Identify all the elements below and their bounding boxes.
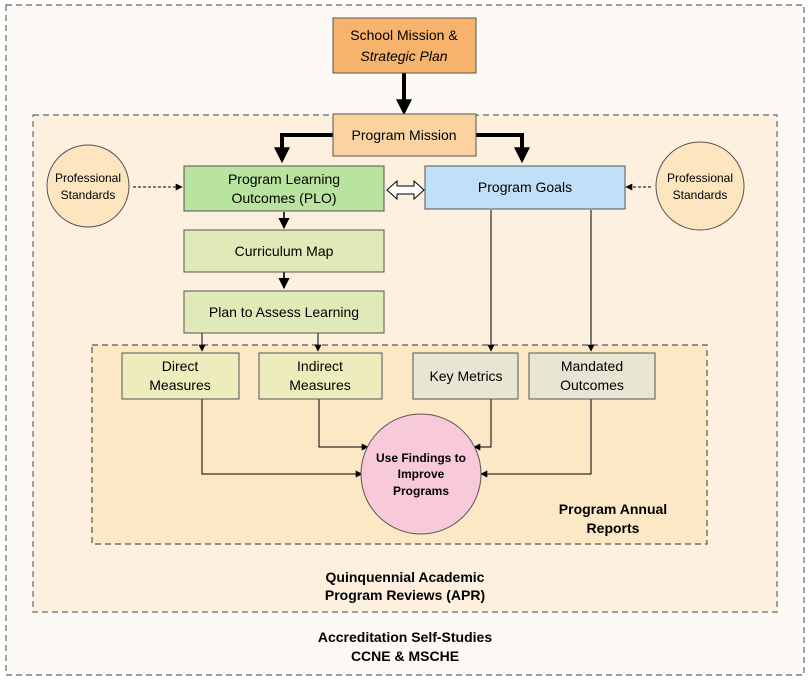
apr-label-line2: Program Reviews (APR) bbox=[325, 587, 485, 603]
professional-standards-right: Professional Standards bbox=[655, 141, 745, 231]
key-metrics-label: Key Metrics bbox=[429, 368, 502, 384]
standards-left-line1: Professional bbox=[55, 171, 121, 185]
arrow-metrics-to-findings bbox=[473, 399, 492, 451]
arrow-direct-to-findings bbox=[201, 399, 363, 478]
program-goals-label: Program Goals bbox=[478, 179, 572, 195]
curriculum-map-label: Curriculum Map bbox=[235, 243, 334, 259]
accreditation-label-line1: Accreditation Self-Studies bbox=[318, 629, 492, 645]
mandated-outcomes-line1: Mandated bbox=[561, 358, 623, 374]
arrow-mandated-to-findings bbox=[480, 399, 592, 478]
arrow-mission-to-goals bbox=[476, 133, 530, 164]
program-mission-label: Program Mission bbox=[351, 127, 456, 143]
plo-line1: Program Learning bbox=[228, 171, 340, 187]
direct-measures-line2: Measures bbox=[149, 377, 210, 393]
program-goals-box: Program Goals bbox=[424, 165, 626, 210]
school-mission-box: School Mission & Strategic Plan bbox=[332, 17, 477, 74]
apr-label-line1: Quinquennial Academic bbox=[326, 569, 485, 585]
school-mission-line1: School Mission & bbox=[350, 27, 458, 43]
indirect-measures-line2: Measures bbox=[289, 377, 350, 393]
direct-measures-box: Direct Measures bbox=[121, 352, 240, 400]
annual-reports-label-line2: Reports bbox=[587, 520, 640, 536]
plan-assess-box: Plan to Assess Learning bbox=[183, 290, 385, 334]
plan-assess-label: Plan to Assess Learning bbox=[209, 304, 359, 320]
plo-goals-double-arrow bbox=[386, 179, 425, 201]
use-findings-line2: Improve bbox=[398, 467, 445, 481]
mandated-outcomes-box: Mandated Outcomes bbox=[528, 352, 656, 400]
use-findings-line1: Use Findings to bbox=[376, 451, 466, 465]
annual-reports-label-line1: Program Annual bbox=[559, 501, 667, 517]
mandated-outcomes-line2: Outcomes bbox=[560, 377, 624, 393]
plo-box: Program Learning Outcomes (PLO) bbox=[183, 165, 385, 212]
accreditation-label-line2: CCNE & MSCHE bbox=[351, 648, 459, 664]
indirect-measures-box: Indirect Measures bbox=[258, 352, 383, 400]
arrow-mission-to-plo bbox=[274, 133, 334, 164]
standards-right-line2: Standards bbox=[673, 188, 728, 202]
school-mission-line2: Strategic Plan bbox=[360, 48, 447, 64]
plo-line2: Outcomes (PLO) bbox=[231, 190, 336, 206]
indirect-measures-line1: Indirect bbox=[297, 358, 343, 374]
direct-measures-line1: Direct bbox=[162, 358, 199, 374]
curriculum-map-box: Curriculum Map bbox=[183, 229, 385, 273]
use-findings-circle: Use Findings to Improve Programs bbox=[360, 413, 482, 535]
program-mission-box: Program Mission bbox=[332, 113, 477, 157]
arrow-indirect-to-findings bbox=[318, 399, 369, 451]
professional-standards-left: Professional Standards bbox=[46, 144, 130, 228]
standards-right-line1: Professional bbox=[667, 171, 733, 185]
use-findings-line3: Programs bbox=[393, 484, 449, 498]
key-metrics-box: Key Metrics bbox=[412, 352, 519, 400]
standards-left-line2: Standards bbox=[61, 188, 116, 202]
